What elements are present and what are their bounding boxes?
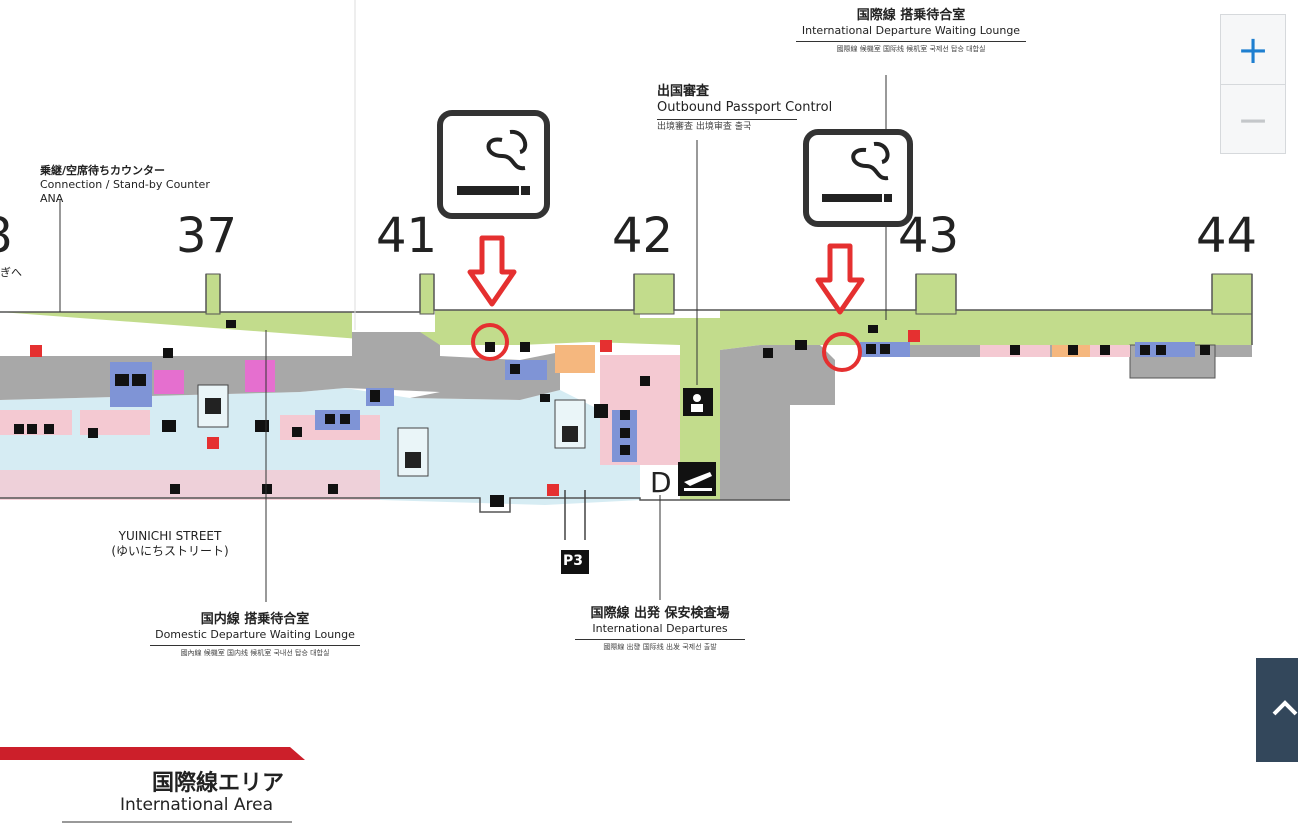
p3-badge [561,550,589,574]
yuinichi-street-label: YUINICHI STREET (ゆいにちストリート) [100,529,240,559]
dom-lounge-jp: 国内線 搭乗待合室 [200,612,310,627]
smoking-area-marker-41[interactable] [471,323,509,361]
zone-d-label: D [650,466,672,499]
intl-dep-tiny: 國際線 出發 国际线 出发 국제선 출발 [575,639,745,652]
airside-green-band [0,310,720,500]
passport-control-icon [683,388,713,416]
intl-lounge-label: 国際線 搭乗待合室 International Departure Waitin… [796,8,1026,54]
aed-icon [547,484,559,496]
area-title: 国際線エリア International Area [0,745,310,835]
gate-pier-41 [419,273,435,315]
side-panel-toggle[interactable] [1256,658,1298,762]
aed-icon [30,345,42,357]
street-en: YUINICHI STREET [118,529,222,543]
aed-icon [908,330,920,342]
departure-icon [678,462,716,496]
smoking-sign-41 [437,110,550,219]
gate-number: 41 [376,208,438,264]
escalator-icon [397,427,429,477]
intl-departures-label: 国際線 出発 保安検査場 International Departures 國際… [575,606,745,652]
connection-ana: ANA [40,191,64,205]
zoom-out-button[interactable]: − [1237,97,1269,142]
passport-en: Outbound Passport Control [657,100,833,116]
restaurant-block [555,345,595,373]
gate8-sub-label: ぎへ [0,266,22,279]
dom-lounge-tiny: 國內線 候機室 国内线 候机室 국내선 탑승 대합실 [150,645,360,658]
connection-jp: 乗継/空席待ちカウンター [40,164,166,177]
terminal-outline [0,274,1253,345]
connection-en: Connection / Stand-by Counter [40,177,210,191]
intl-lounge-jp: 国際線 搭乗待合室 [856,8,966,23]
shop-strip [0,470,380,500]
intl-dep-en: International Departures [592,622,728,636]
aed-icon [207,437,219,449]
gate-pier-37 [205,273,221,315]
aed-icon [600,340,612,352]
gate-number: 43 [898,208,960,264]
area-title-banner [0,747,305,760]
passport-control-label: 出国審査 Outbound Passport Control 出境審查 出境审查… [657,84,832,133]
gate-pier-44 [1211,273,1253,315]
p3-walkway [564,490,586,540]
escalator-icon [554,399,586,449]
escalator-icon [197,384,229,428]
leader-lines [59,0,887,602]
lounge-block [245,360,275,392]
domestic-lounge-label: 国内線 搭乗待合室 Domestic Departure Waiting Lou… [150,612,360,658]
intl-lounge-en: International Departure Waiting Lounge [801,24,1021,38]
area-title-en: International Area [120,795,274,815]
gate-number: 42 [612,208,674,264]
connection-counter-label: 乗継/空席待ちカウンター Connection / Stand-by Count… [40,164,210,205]
zoom-in-button[interactable]: + [1221,15,1285,85]
down-arrow-icon [467,235,517,307]
intl-lounge-tiny: 國際線 候機室 国际线 候机室 국제선 탑승 대합실 [796,41,1026,54]
passport-tiny: 出境審查 出境审查 출국 [657,118,797,133]
lower-outline [0,497,790,513]
gate-number: 8 [0,212,13,260]
gate-number: 37 [176,208,238,264]
chevron-up-icon [1272,700,1298,716]
toilet-block [315,410,360,430]
down-arrow-icon [815,243,865,315]
intl-dep-jp: 国際線 出発 保安検査場 [590,606,730,621]
smoking-sign-43 [803,129,913,227]
passport-jp: 出国審査 [657,84,710,99]
dom-lounge-en: Domestic Departure Waiting Lounge [155,628,355,642]
gate-pier-43 [915,273,957,315]
corridor-east [720,345,835,500]
zoom-controls: + − [1220,14,1286,154]
gate-number: 44 [1196,208,1258,264]
p3-label: P3 [563,553,584,569]
street-jp: (ゆいにちストリート) [111,544,229,558]
smoking-area-marker-43[interactable] [822,332,862,372]
area-title-jp: 国際線エリア [152,771,285,796]
gate-pier-42 [633,273,675,315]
lounge-block [154,370,184,394]
